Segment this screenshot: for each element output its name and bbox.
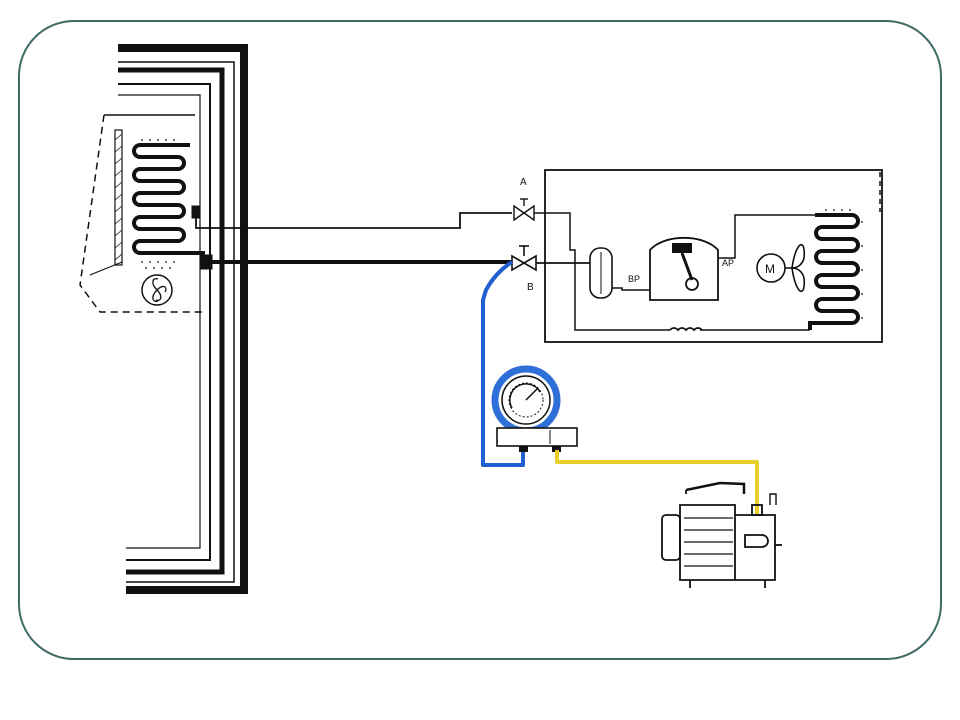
wall-structure (118, 44, 248, 594)
yellow-hose (555, 450, 759, 516)
condenser-fan-motor (756, 244, 806, 292)
capillary-coil-icon (669, 327, 703, 332)
evaporator-fins (141, 139, 175, 269)
refrigerant-lines (191, 205, 512, 270)
compressor-icon (649, 236, 719, 301)
accumulator-icon (589, 247, 613, 299)
indoor-unit (79, 114, 205, 313)
blue-hose (481, 260, 525, 467)
service-valve-b-icon (511, 245, 537, 272)
condenser-coil (808, 213, 860, 330)
condenser-fins (825, 209, 863, 319)
evaporator-coil (132, 143, 205, 255)
valve-a-label: A (520, 177, 527, 188)
vacuum-pump-icon (661, 481, 782, 588)
manifold-gauge-icon (491, 365, 578, 452)
indoor-fan-icon (141, 274, 173, 306)
slide-frame (18, 20, 942, 660)
low-pressure-label: BP (628, 274, 640, 284)
high-pressure-label: AP (722, 258, 734, 268)
service-valve-a-icon (513, 198, 535, 222)
valve-b-label: B (527, 282, 534, 293)
motor-label: M (765, 262, 775, 276)
outdoor-unit (534, 169, 883, 343)
